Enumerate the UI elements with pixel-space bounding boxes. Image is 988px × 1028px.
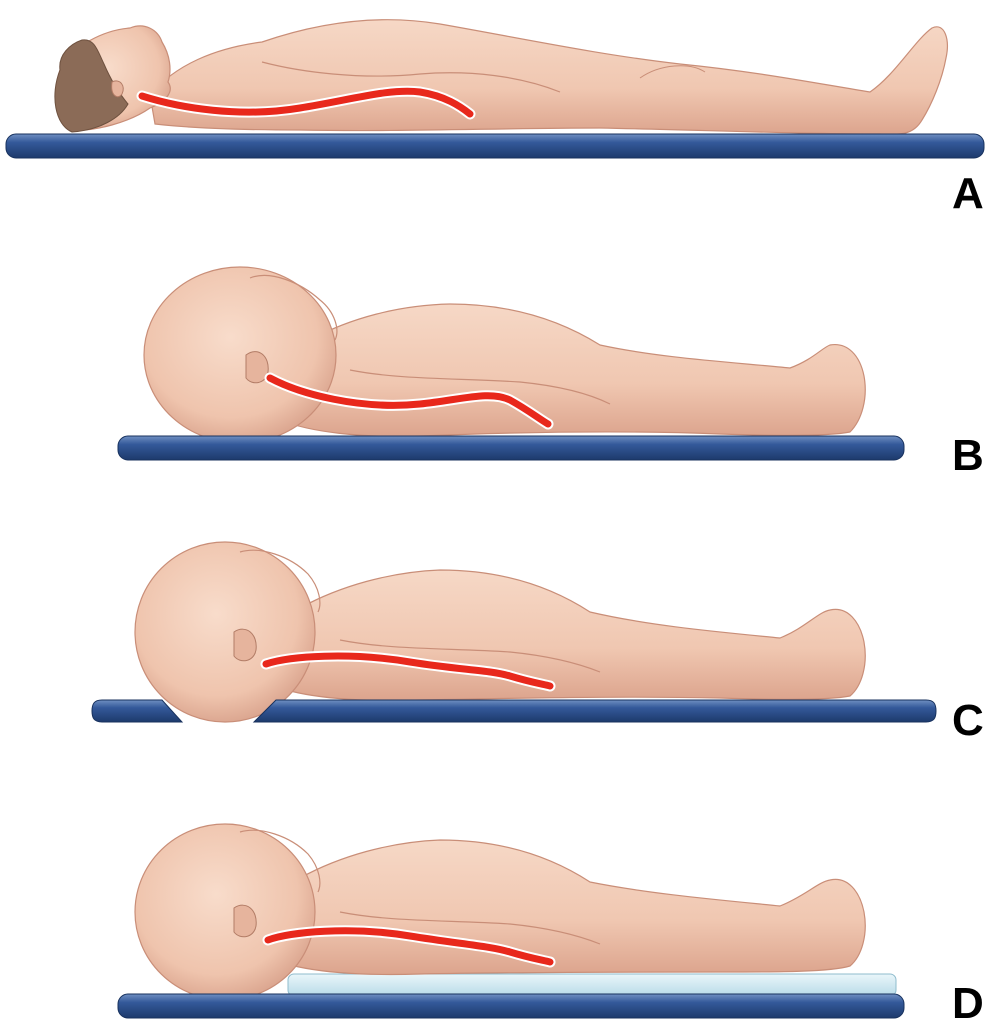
torso-pad xyxy=(288,974,896,996)
ear-icon xyxy=(112,81,124,97)
panel-label-d: D xyxy=(952,982,984,1026)
panel-label-a: A xyxy=(952,172,984,216)
infant-body xyxy=(135,542,865,722)
panel-c xyxy=(92,542,936,722)
panel-label-c: C xyxy=(952,699,984,743)
board-left-segment xyxy=(92,700,182,722)
board xyxy=(6,134,984,158)
panel-a xyxy=(6,20,984,158)
panel-d xyxy=(118,824,904,1018)
board-right-segment xyxy=(254,700,936,722)
infant-body xyxy=(144,267,865,443)
board xyxy=(118,436,904,460)
panel-b xyxy=(118,267,904,460)
board xyxy=(118,994,904,1018)
panel-label-b: B xyxy=(952,434,984,478)
adult-body xyxy=(55,20,947,135)
